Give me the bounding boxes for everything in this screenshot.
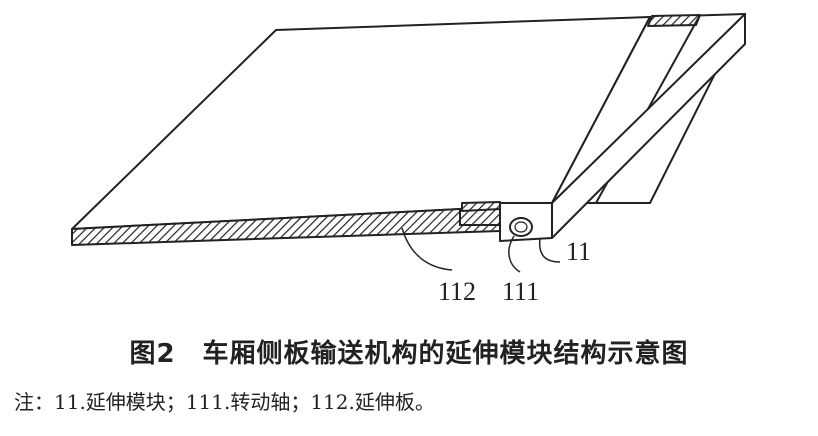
label-112: 112 <box>438 277 476 306</box>
figure-caption-note: 注：11.延伸模块；111.转动轴；112.延伸板。 <box>14 390 435 414</box>
leader-line-112 <box>401 227 453 271</box>
rotating-shaft-core <box>514 221 528 233</box>
module-front-hatch <box>461 201 501 212</box>
module-far-cap <box>647 14 701 27</box>
label-111: 111 <box>502 277 539 306</box>
leader-line-111 <box>508 235 521 273</box>
label-11: 11 <box>566 237 591 266</box>
leader-line-11 <box>538 237 561 263</box>
figure-caption-title: 图2 车厢侧板输送机构的延伸模块结构示意图 <box>129 339 689 369</box>
